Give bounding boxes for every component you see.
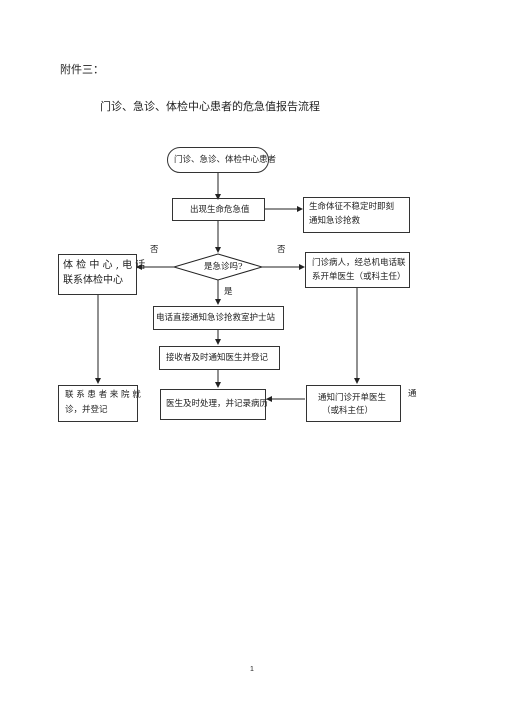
- checkup-node-line-2: 联系体检中心: [63, 275, 123, 286]
- decision-label: 是急诊吗?: [204, 262, 243, 272]
- checkup-node-line-1: 体 检 中 心 , 电 话: [63, 260, 146, 271]
- side-note: 通: [408, 389, 417, 399]
- receiver-node: [159, 346, 280, 370]
- checkup-node: [58, 254, 137, 295]
- doctor-handle-node: [160, 389, 266, 420]
- receiver-label: 接收者及时通知医生并登记: [166, 353, 269, 363]
- branch-label-no-right: 否: [277, 245, 286, 255]
- branch-label-yes: 是: [224, 287, 233, 297]
- contact-patient-line-2: 诊，并登记: [65, 405, 108, 415]
- start-node-label: 门诊、急诊、体检中心患者: [174, 155, 277, 165]
- report-node-label: 出现生命危急值: [190, 205, 250, 215]
- notify-rescue-label: 电话直接通知急诊抢救室护士站: [156, 313, 276, 323]
- branch-label-no-left: 否: [150, 245, 159, 255]
- outpatient-node-line-1: 门诊病人，经总机电话联: [312, 258, 406, 268]
- page-title: 门诊、急诊、体检中心患者的危急值报告流程: [100, 100, 320, 113]
- contact-patient-line-1: 联 系 患 者 来 院 就: [65, 390, 141, 400]
- unstable-node-line-1: 生命体征不稳定时即刻: [309, 202, 395, 212]
- unstable-node: [303, 197, 410, 233]
- attachment-label: 附件三：: [60, 63, 104, 76]
- notify-rescue-node: [153, 306, 284, 330]
- notify-outpatient-line-1: 通知门诊开单医生: [318, 393, 387, 403]
- contact-patient-node: [58, 385, 138, 422]
- notify-outpatient-line-2: （或科主任）: [322, 406, 374, 416]
- page-number: 1: [250, 666, 254, 673]
- outpatient-node-line-2: 系开单医生（或科主任）: [312, 272, 406, 282]
- notify-outpatient-node: [306, 385, 401, 422]
- unstable-node-line-2: 通知急诊抢救: [309, 216, 361, 226]
- doctor-handle-label: 医生及时处理，并记录病历: [166, 399, 269, 409]
- report-node: [172, 198, 265, 221]
- outpatient-node: [305, 252, 410, 288]
- start-node: [167, 147, 269, 173]
